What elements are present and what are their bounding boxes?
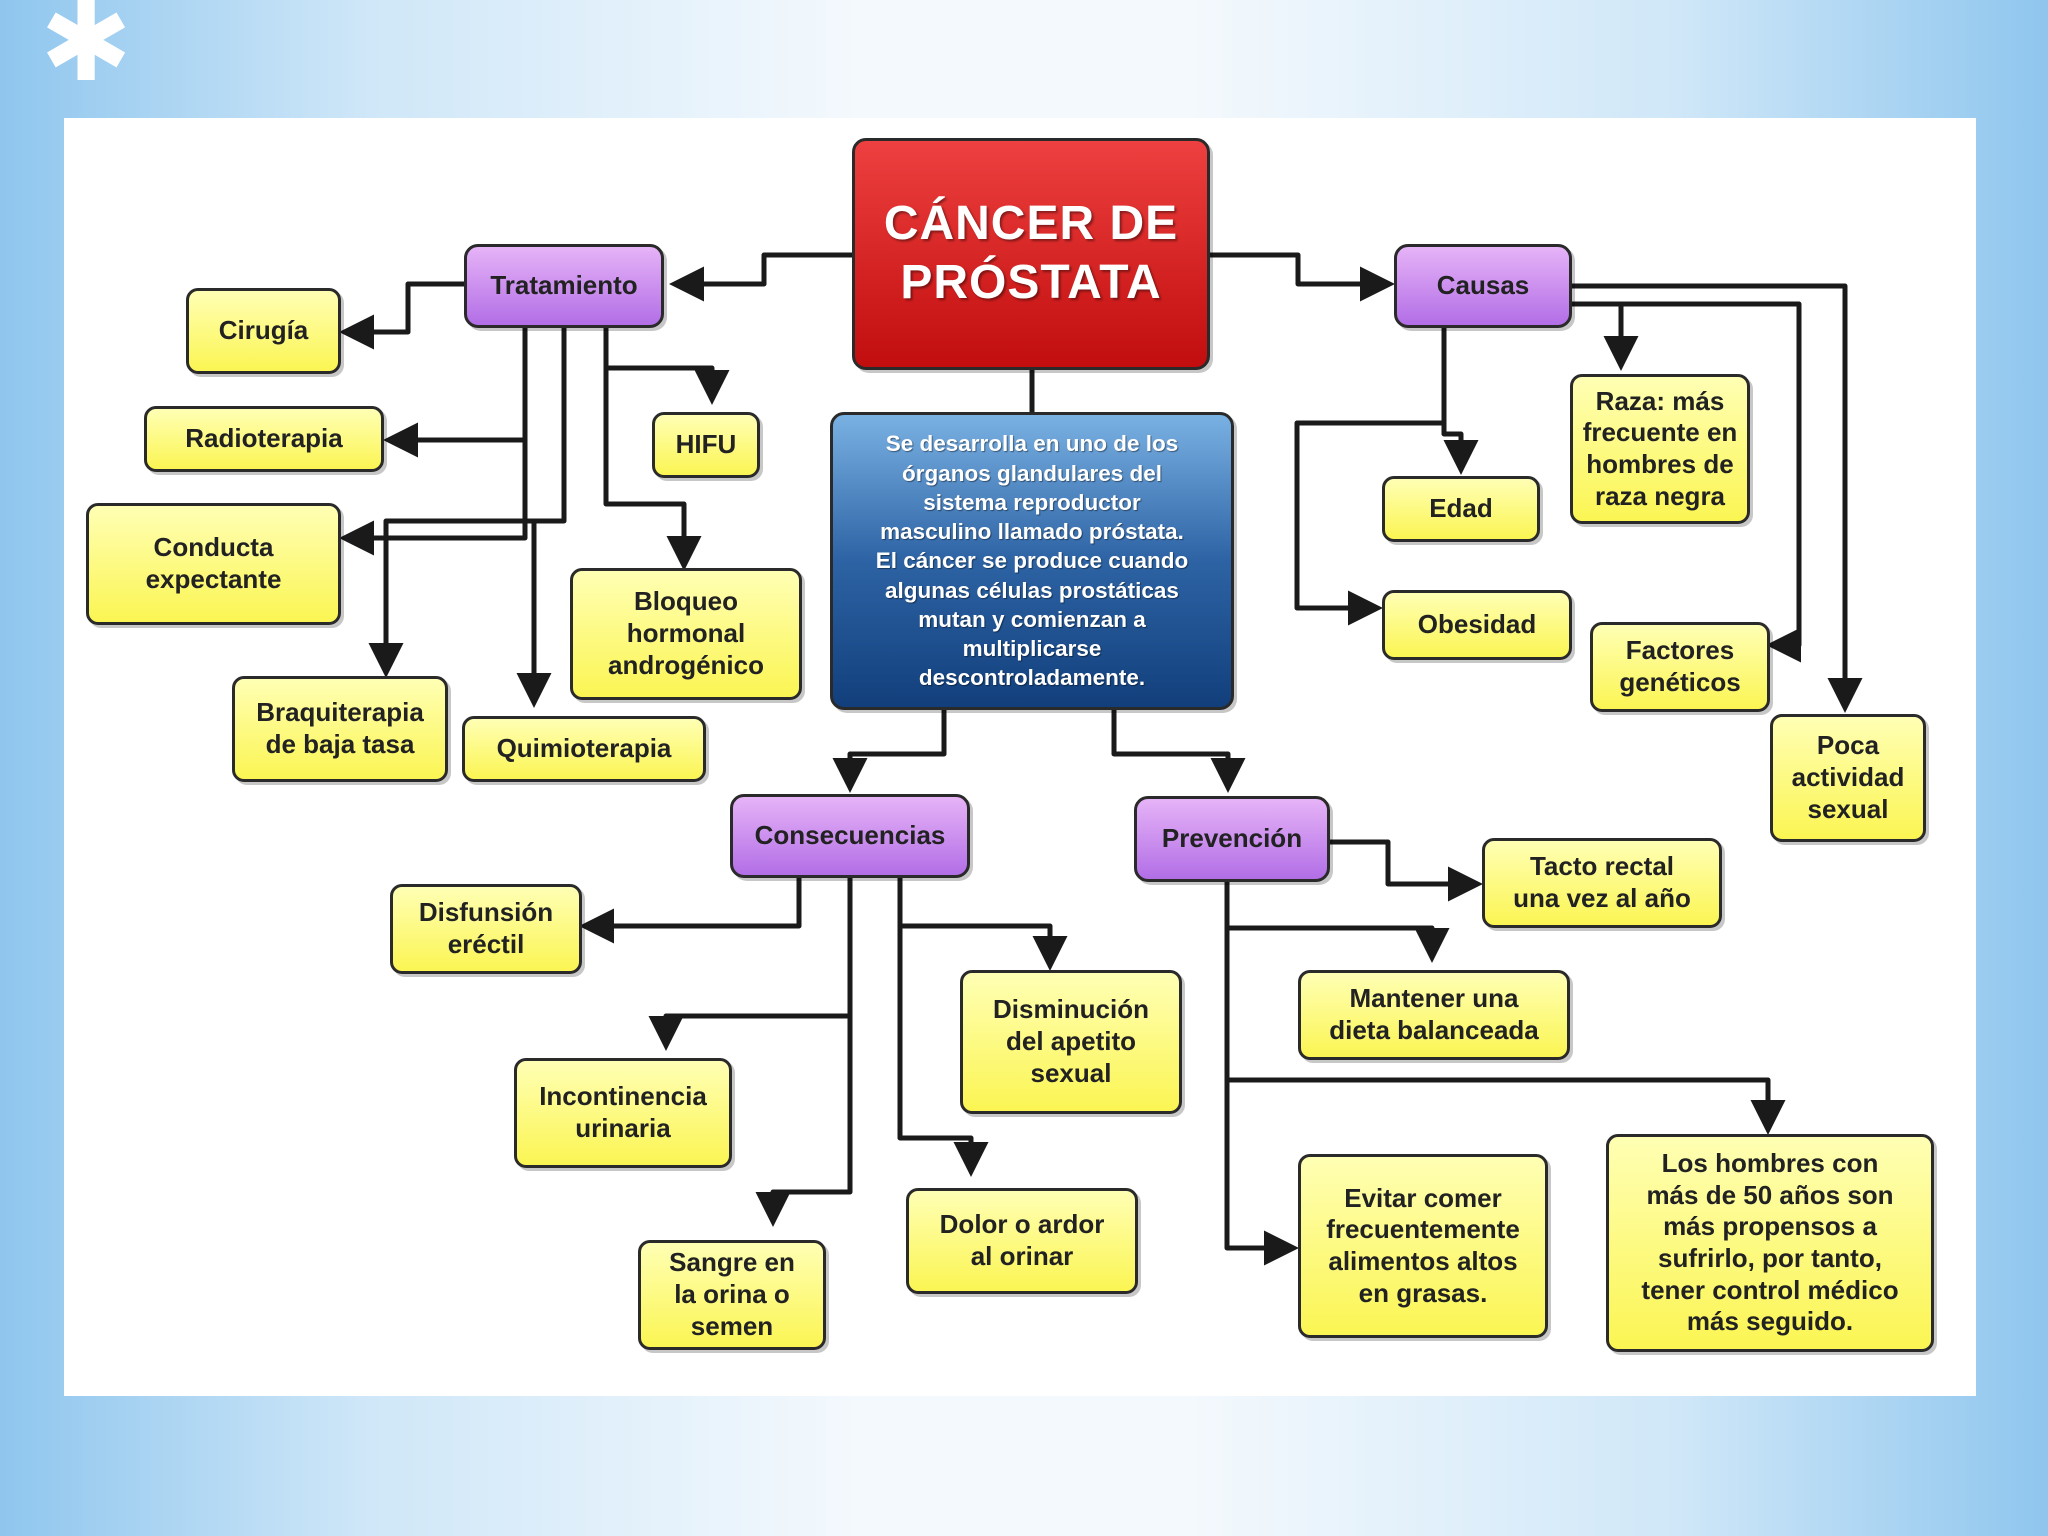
link-root-tratamiento <box>669 252 852 302</box>
leaf-quimioterapia: Quimioterapia <box>462 716 706 782</box>
link-cons-dolor <box>897 926 989 1177</box>
link-trat-cirugia <box>339 281 464 350</box>
link-causas-edad <box>1441 328 1479 475</box>
leaf-incontinencia: Incontinencia urinaria <box>514 1058 732 1168</box>
link-causas-poca <box>1572 283 1863 713</box>
category-tratamiento: Tratamiento <box>464 244 664 328</box>
leaf-radioterapia: Radioterapia <box>144 406 384 472</box>
link-trat-braquiterapia <box>368 328 567 678</box>
link-trat-radioterapia <box>383 328 528 458</box>
root-title: CÁNCER DE PRÓSTATA <box>852 138 1210 370</box>
leaf-conducta-expectante: Conducta expectante <box>86 503 341 625</box>
link-cons-disfuncion <box>579 878 802 944</box>
leaf-disfuncion-erectil: Disfunsión eréctil <box>390 884 582 974</box>
leaf-edad: Edad <box>1382 476 1540 542</box>
link-prev-dieta <box>1224 878 1450 963</box>
leaf-sangre-orina: Sangre en la orina o semen <box>638 1240 826 1350</box>
category-prevencion: Prevención <box>1134 796 1330 882</box>
link-cons-disminucion <box>897 878 1068 971</box>
leaf-raza: Raza: más frecuente en hombres de raza n… <box>1570 374 1750 524</box>
link-desc-prevencion <box>1111 710 1246 793</box>
category-causas: Causas <box>1394 244 1572 328</box>
connector-lines <box>339 252 1863 1266</box>
leaf-braquiterapia: Braquiterapia de baja tasa <box>232 676 448 782</box>
link-cons-incontinencia <box>648 878 853 1051</box>
link-prev-grasas <box>1224 928 1299 1266</box>
leaf-disminucion-apetito: Disminución del apetito sexual <box>960 970 1182 1114</box>
link-cons-sangre <box>755 1016 853 1227</box>
leaf-bloqueo-hormonal: Bloqueo hormonal androgénico <box>570 568 802 700</box>
category-consecuencias: Consecuencias <box>730 794 970 878</box>
link-prev-hombres50 <box>1227 1077 1786 1135</box>
link-trat-conducta <box>339 440 528 556</box>
leaf-hombres-50: Los hombres con más de 50 años son más p… <box>1606 1134 1934 1352</box>
link-trat-bloqueo <box>603 368 702 571</box>
leaf-poca-actividad: Poca actividad sexual <box>1770 714 1926 842</box>
leaf-obesidad: Obesidad <box>1382 590 1572 660</box>
link-trat-hifu <box>603 328 730 405</box>
leaf-evitar-grasas: Evitar comer frecuentemente alimentos al… <box>1298 1154 1548 1338</box>
concept-map: CÁNCER DE PRÓSTATA Se desarrolla en uno … <box>64 118 1976 1396</box>
leaf-dieta-balanceada: Mantener una dieta balanceada <box>1298 970 1570 1060</box>
link-root-causas <box>1210 252 1395 302</box>
leaf-tacto-rectal: Tacto rectal una vez al año <box>1482 838 1722 928</box>
slide-star-icon: ✱ <box>40 0 133 106</box>
description-box: Se desarrolla en uno de los órganos glan… <box>830 412 1234 710</box>
link-causas-raza <box>1572 301 1639 371</box>
link-prev-tacto <box>1326 839 1483 902</box>
link-causas-factores <box>1572 301 1802 663</box>
leaf-cirugia: Cirugía <box>186 288 341 374</box>
leaf-dolor-orinar: Dolor o ardor al orinar <box>906 1188 1138 1294</box>
link-desc-consecuencias <box>832 710 947 793</box>
leaf-factores-geneticos: Factores genéticos <box>1590 622 1770 712</box>
link-causas-obesidad <box>1294 420 1444 626</box>
leaf-hifu: HIFU <box>652 412 760 478</box>
